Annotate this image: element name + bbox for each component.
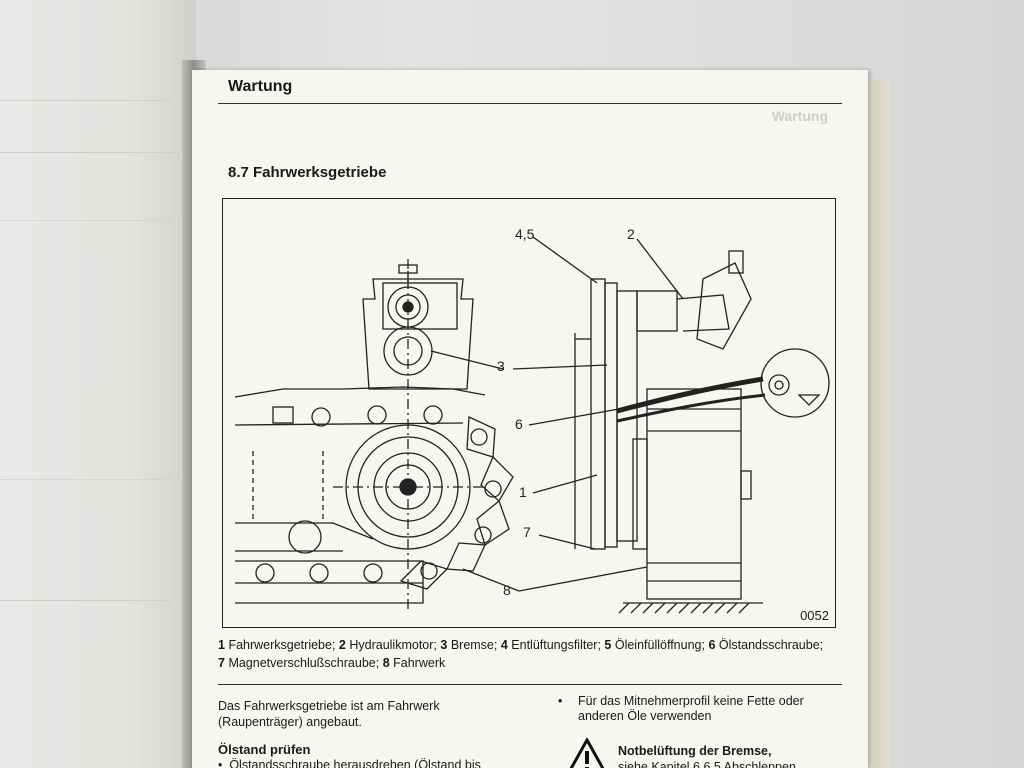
figure-number: 0052: [800, 608, 829, 623]
caption-label: Ölstandsschraube;: [718, 638, 824, 652]
caption-label: Öleinfüllöffnung;: [614, 638, 705, 652]
bullet-text: Für das Mitnehmerprofil keine Fette oder…: [578, 694, 804, 723]
section-title: 8.7 Fahrwerksgetriebe: [228, 164, 387, 181]
caption-label: Fahrwerksgetriebe;: [228, 638, 336, 652]
caption-label: Entlüftungsfilter;: [511, 638, 601, 652]
caption-rule: [218, 684, 842, 685]
right-page: Wartung Wartung 8.7 Fahrwerksgetriebe: [192, 70, 868, 768]
caption-num: 4: [500, 638, 508, 652]
technical-drawing: 4,5 2 3 6 1 7 8 0052: [222, 198, 836, 628]
caption-label: Magnetverschlußschraube;: [228, 656, 380, 670]
ghost-rule: [0, 152, 180, 153]
warning-note: Notbelüftung der Bremse, siehe Kapitel 6…: [566, 738, 856, 768]
caption-num: 1: [218, 638, 225, 652]
callout-2: 2: [627, 226, 635, 242]
ghost-rule: [0, 100, 170, 101]
page-edge: [866, 80, 890, 768]
bullet-text: Ölstandsschraube herausdrehen (Ölstand b…: [229, 758, 481, 768]
caption-label: Hydraulikmotor;: [349, 638, 437, 652]
intro-text: Das Fahrwerksgetriebe ist am Fahrwerk (R…: [218, 699, 440, 729]
callout-1: 1: [519, 484, 527, 500]
caption-num: 3: [440, 638, 448, 652]
callout-8: 8: [503, 582, 511, 598]
bullet-dot: •: [218, 758, 230, 768]
callout-7: 7: [523, 524, 531, 540]
drawing-svg: 4,5 2 3 6 1 7 8: [234, 226, 830, 614]
left-page: [0, 0, 196, 768]
bullet-dot: •: [558, 694, 563, 708]
caption-label: Fahrwerk: [393, 656, 446, 670]
caption-num: 7: [218, 656, 225, 670]
warning-title: Notbelüftung der Bremse,: [618, 744, 772, 758]
bullet-right: • Für das Mitnehmerprofil keine Fette od…: [558, 694, 848, 724]
figure-caption: 1 Fahrwerksgetriebe; 2 Hydraulikmotor; 3…: [218, 636, 858, 672]
callout-3: 3: [497, 358, 505, 374]
caption-num: 6: [708, 638, 716, 652]
caption-num: 8: [382, 656, 390, 670]
caption-label: Bremse;: [450, 638, 498, 652]
callout-4-5: 4,5: [515, 226, 535, 242]
subhead-oil-level: Ölstand prüfen: [218, 742, 311, 757]
running-head-showthrough: Wartung: [771, 108, 828, 124]
ghost-rule: [0, 600, 170, 601]
warning-text: siehe Kapitel 6.6.5 Abschleppen: [618, 760, 796, 768]
bullet-oil-level: • Ölstandsschraube herausdrehen (Ölstand…: [218, 758, 481, 768]
running-head: Wartung: [228, 78, 293, 95]
caption-num: 2: [338, 638, 346, 652]
head-rule: [218, 103, 842, 104]
warning-triangle-icon: [569, 738, 605, 768]
callout-6: 6: [515, 416, 523, 432]
ghost-drawing: [0, 220, 180, 480]
caption-num: 5: [604, 638, 612, 652]
